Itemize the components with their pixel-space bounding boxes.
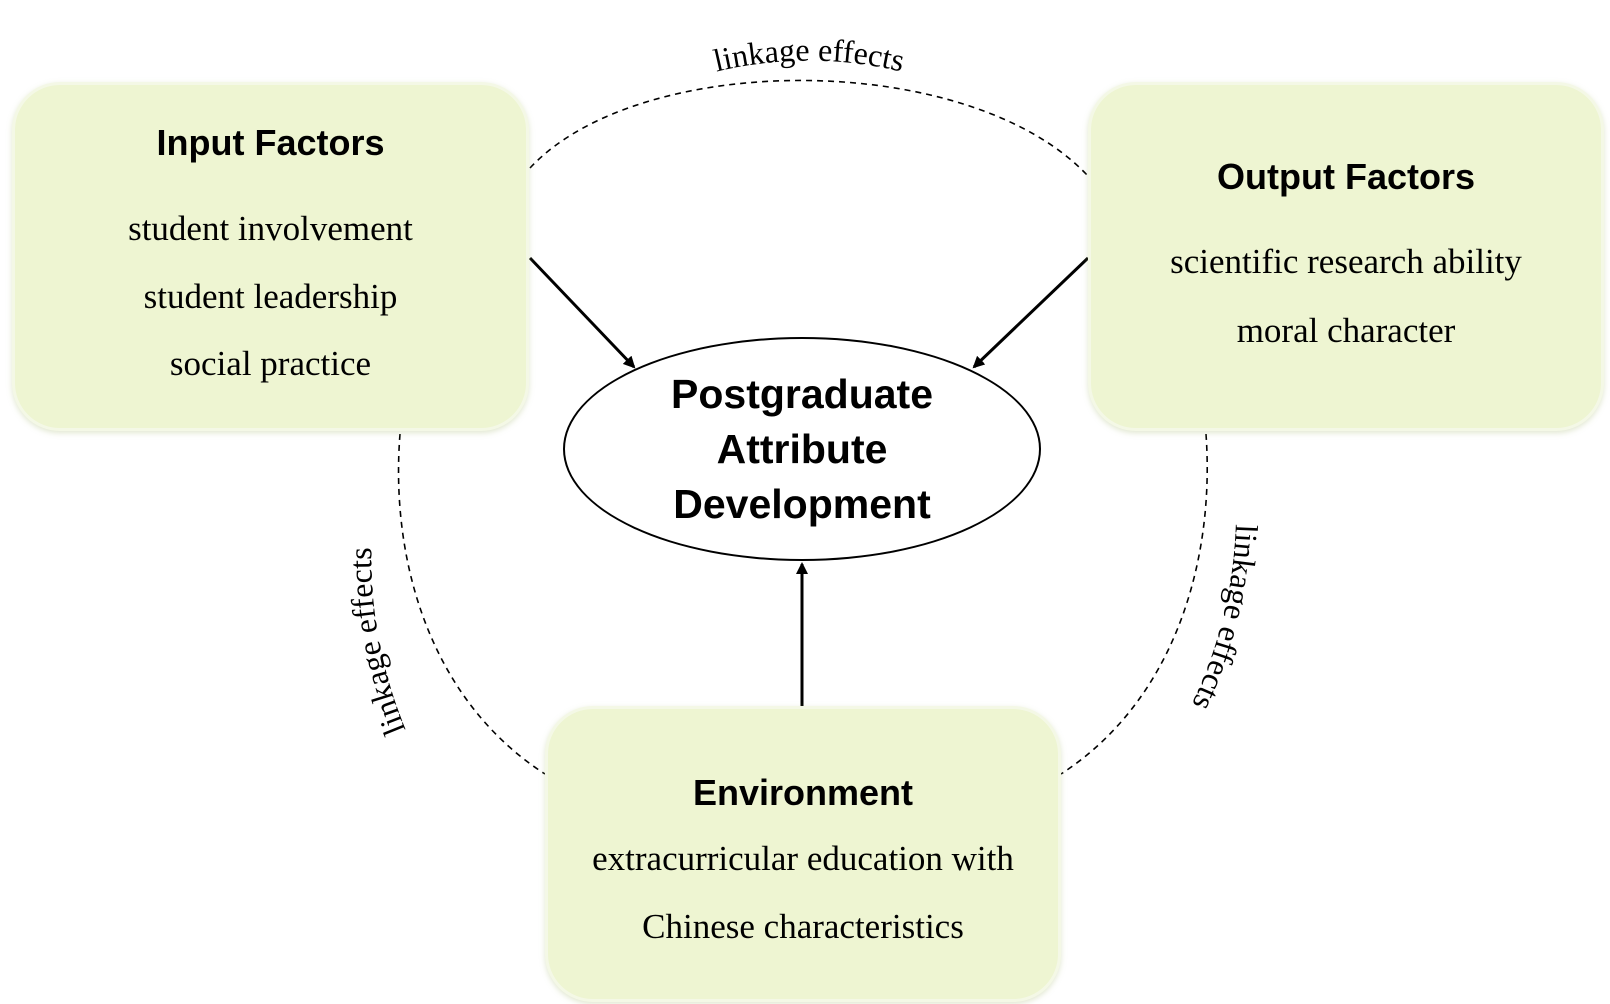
linkage-arc-top: [529, 79, 1089, 177]
input-factors-box: Input Factors student involvement studen…: [12, 82, 529, 431]
linkage-label-right: linkage effects: [1185, 524, 1264, 717]
arrow-input-to-center: [528, 256, 636, 369]
linkage-arc-right: [1060, 433, 1209, 775]
input-factor-item: student involvement: [128, 209, 413, 248]
output-factors-title: Output Factors: [1217, 156, 1475, 197]
center-label-line: Attribute: [716, 426, 888, 472]
center-label: Postgraduate Attribute Development: [563, 367, 1041, 532]
linkage-label-top: linkage effects: [710, 32, 908, 79]
output-factor-item: scientific research ability: [1170, 242, 1522, 281]
environment-item: extracurricular education with: [592, 839, 1014, 878]
output-factors-box: Output Factors scientific research abili…: [1088, 82, 1604, 431]
center-ellipse: [563, 337, 1041, 561]
environment-item: Chinese characteristics: [642, 907, 964, 946]
center-label-line: Development: [673, 481, 931, 527]
center-label-line: Postgraduate: [671, 371, 933, 417]
input-factor-item: student leadership: [143, 277, 398, 316]
input-factor-item: social practice: [169, 344, 372, 383]
input-factors-title: Input Factors: [156, 122, 385, 163]
linkage-arc-left: [397, 433, 546, 775]
output-factor-item: moral character: [1236, 311, 1456, 350]
environment-box: Environment extracurricular education wi…: [545, 706, 1061, 1002]
arrow-output-to-center: [972, 256, 1090, 369]
environment-title: Environment: [692, 772, 914, 813]
linkage-label-left: linkage effects: [342, 547, 412, 740]
